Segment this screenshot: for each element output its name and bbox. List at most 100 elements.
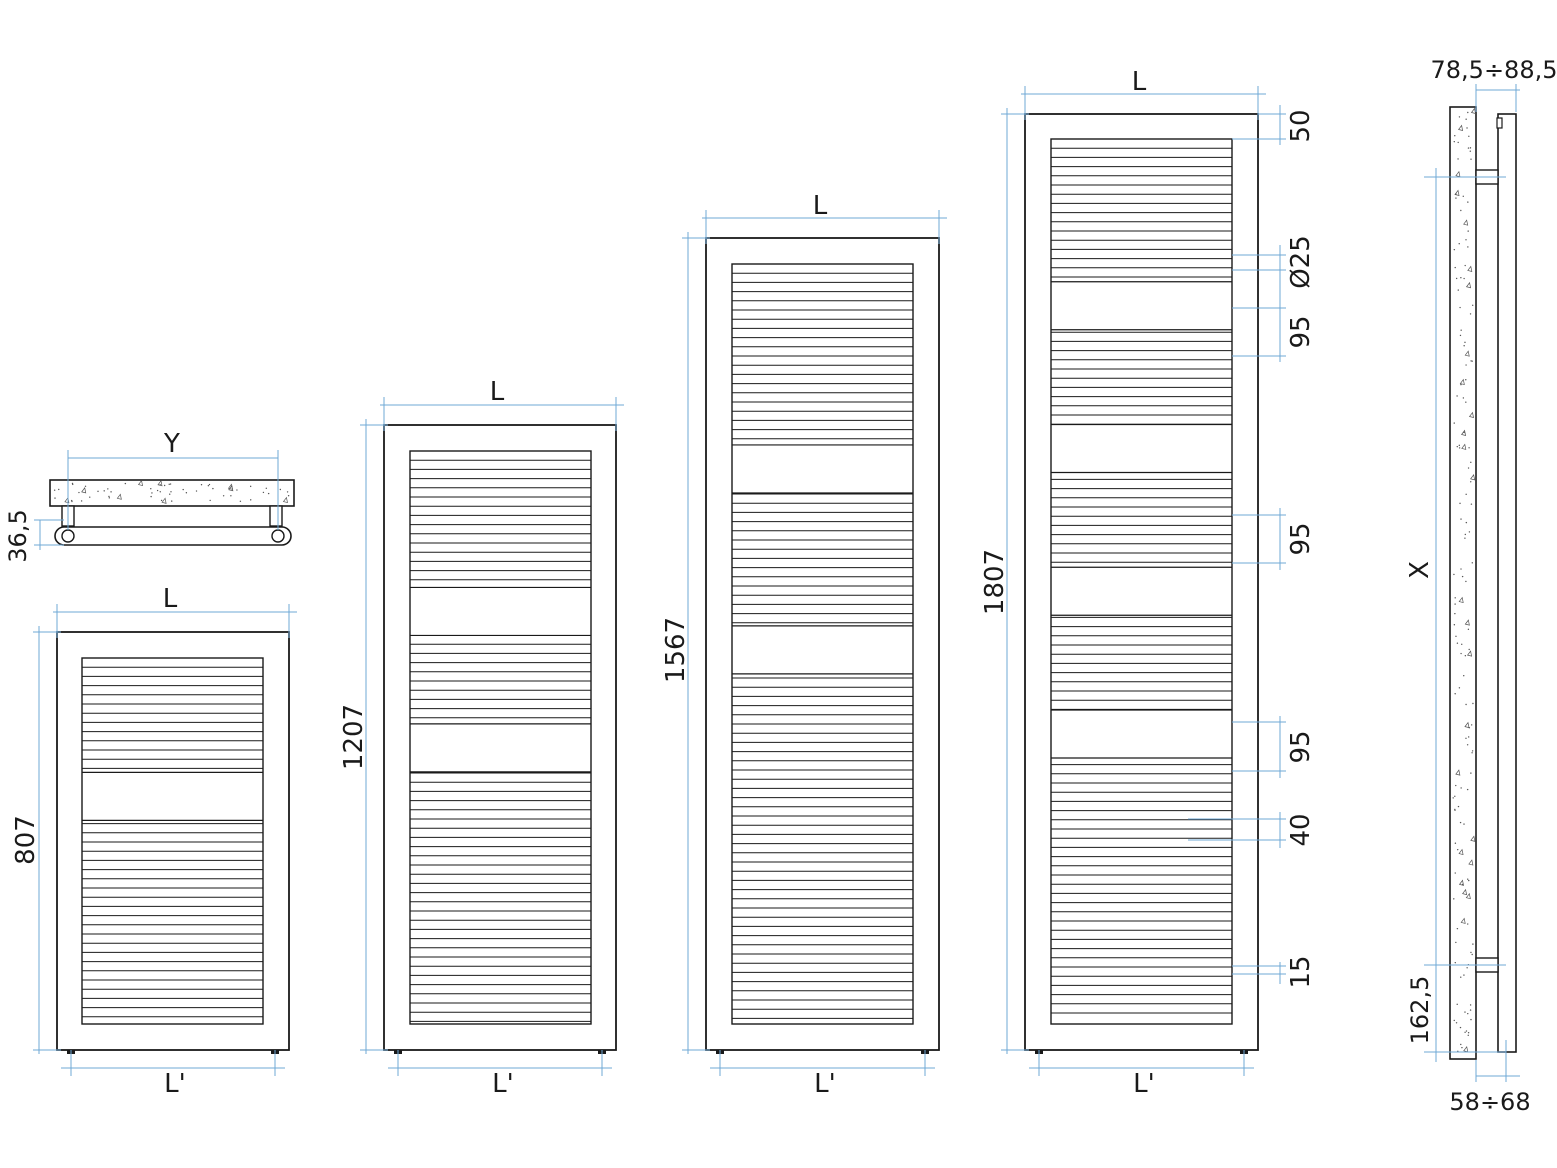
stone-speckle — [1468, 859, 1474, 866]
stone-speckle — [195, 490, 198, 492]
side-view: 78,5÷88,5 58÷68 X 162,5 — [1405, 56, 1557, 1116]
side-frame-profile — [1497, 113, 1517, 1053]
side-stone-panel — [1449, 106, 1477, 1060]
stone-speckle — [1455, 769, 1461, 776]
stone-speckle — [1456, 927, 1459, 930]
plan-speckles — [53, 479, 290, 504]
stone-speckle — [1457, 289, 1459, 291]
plan-left-bolt — [61, 529, 75, 543]
stone-speckle — [1463, 974, 1465, 976]
gap-40-label: 40 — [1286, 813, 1316, 846]
stone-speckle — [1467, 1034, 1469, 1037]
stone-speckle — [1472, 702, 1474, 705]
stone-speckle — [1466, 650, 1473, 657]
stone-speckle — [1458, 879, 1464, 886]
stone-speckle — [1464, 264, 1466, 267]
stone-speckle — [1468, 447, 1470, 449]
stone-speckle — [1460, 329, 1462, 331]
stone-speckle — [1467, 736, 1470, 738]
stone-speckle — [1453, 1019, 1455, 1022]
stone-speckle — [209, 499, 211, 502]
stone-speckle — [110, 491, 112, 493]
stone-speckle — [108, 497, 111, 499]
stone-speckle — [1467, 923, 1469, 925]
stone-speckle — [1463, 674, 1465, 677]
stone-speckle — [1460, 383, 1462, 386]
stone-speckle — [116, 493, 122, 500]
plan-right-post — [269, 505, 283, 527]
stone-speckle — [1463, 1045, 1469, 1053]
stone-speckle — [161, 497, 167, 504]
side-bottom-label: 162,5 — [1406, 976, 1434, 1045]
stone-speckle — [1467, 201, 1469, 203]
stone-speckle — [124, 482, 127, 485]
stone-speckle — [1468, 531, 1471, 533]
stone-speckle — [1464, 619, 1470, 626]
width-label-2: L — [490, 377, 505, 407]
stone-speckle — [1453, 573, 1455, 576]
stone-speckle — [1454, 842, 1457, 844]
stone-speckle — [1461, 429, 1467, 436]
stone-speckle — [1467, 1012, 1469, 1015]
stone-speckle — [1465, 737, 1467, 740]
stone-speckle — [1460, 787, 1462, 789]
radiator-3 — [682, 210, 947, 1076]
stone-shelf-plan — [49, 479, 295, 507]
height-label-1207: 1207 — [339, 704, 369, 770]
stone-speckle — [1466, 744, 1469, 746]
stone-speckle — [1468, 648, 1470, 651]
plan-right-bolt — [271, 529, 285, 543]
stone-speckle — [1464, 537, 1466, 539]
stone-speckle — [169, 483, 172, 485]
stone-speckle — [239, 500, 242, 502]
stone-speckle — [1465, 493, 1467, 496]
stone-speckle — [150, 495, 152, 498]
stone-speckle — [282, 496, 288, 504]
height-label-1567: 1567 — [661, 617, 691, 683]
spacing-label-1: L' — [164, 1069, 186, 1099]
radiator-4 — [1001, 86, 1266, 1076]
stone-speckle — [1456, 445, 1458, 448]
side-bracket-label: 58÷68 — [1449, 1088, 1530, 1116]
gap-c-label: 95 — [1286, 730, 1316, 763]
side-depth-label: 78,5÷88,5 — [1431, 56, 1557, 84]
stone-speckle — [1467, 246, 1469, 248]
stone-speckle — [1463, 277, 1465, 280]
stone-speckle — [53, 489, 56, 491]
stone-speckle — [1464, 1031, 1466, 1033]
stone-speckle — [1465, 580, 1467, 583]
stone-speckle — [171, 500, 173, 502]
stone-speckle — [1469, 313, 1472, 315]
stone-speckle — [1460, 277, 1462, 279]
stone-speckle — [1467, 628, 1470, 631]
height-label-807: 807 — [11, 815, 41, 865]
stone-speckle — [1469, 1009, 1472, 1011]
stone-speckle — [1459, 334, 1462, 337]
stone-speckle — [84, 485, 87, 487]
tube-diameter-label: Ø25 — [1286, 235, 1316, 289]
stone-speckle — [1454, 597, 1456, 599]
stone-speckle — [1465, 239, 1467, 241]
stone-speckle — [169, 493, 171, 495]
stone-speckle — [1453, 624, 1456, 626]
stone-speckle — [1459, 502, 1461, 505]
stone-speckle — [208, 483, 211, 486]
stone-speckle — [1458, 116, 1461, 118]
stone-speckle — [150, 487, 152, 490]
stone-speckle — [58, 488, 60, 491]
stone-speckle — [168, 483, 170, 485]
stone-speckle — [159, 491, 161, 493]
stone-speckle — [163, 484, 166, 487]
stone-speckle — [200, 484, 203, 486]
stone-speckle — [1460, 209, 1462, 212]
stone-speckle — [1459, 306, 1461, 309]
stone-speckle — [1470, 360, 1472, 362]
stone-speckle — [1455, 941, 1457, 944]
stone-speckle — [1454, 961, 1456, 964]
stone-speckle — [1467, 230, 1469, 232]
stone-speckle — [1458, 447, 1461, 449]
plan-offset-label: 36,5 — [4, 509, 32, 562]
stone-speckle — [1464, 1011, 1466, 1013]
stone-speckle — [1460, 652, 1462, 655]
stone-speckle — [1472, 943, 1474, 945]
